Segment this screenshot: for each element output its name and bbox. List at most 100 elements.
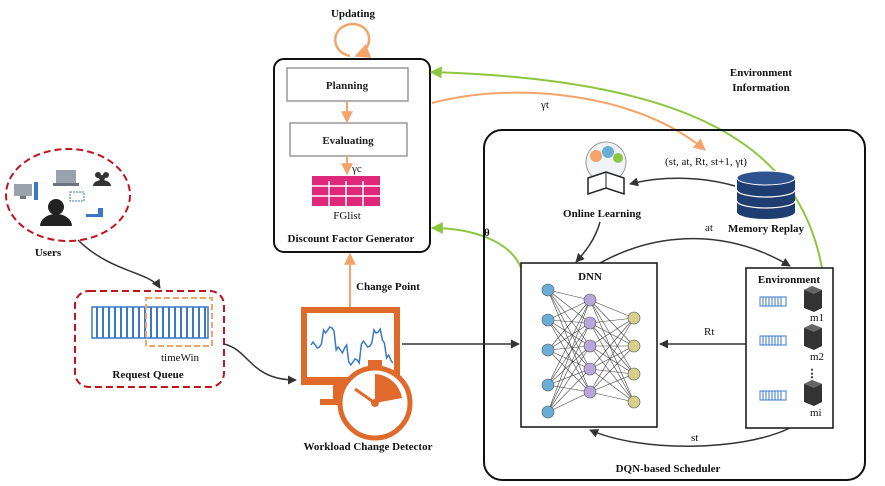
reward-label: Rt xyxy=(704,326,714,338)
nn-edge xyxy=(547,319,591,324)
request-queue-label: Request Queue xyxy=(112,369,183,381)
hidden-node xyxy=(583,385,597,399)
workload-change-detector: Workload Change Detector xyxy=(301,307,433,453)
nn-edge xyxy=(547,289,591,301)
workload-change-detector-label: Workload Change Detector xyxy=(304,441,433,453)
gauge-icon xyxy=(337,360,413,441)
output-node xyxy=(627,339,641,353)
gamma-c-label: γc xyxy=(351,163,362,175)
nn-edge xyxy=(589,345,635,370)
environment-label: Environment xyxy=(758,274,820,286)
nn-nodes xyxy=(541,283,641,419)
hidden-node xyxy=(583,293,597,307)
people-icon xyxy=(93,172,111,186)
nn-edge xyxy=(589,299,635,347)
nn-edge xyxy=(547,349,591,370)
gamma-t-label: γt xyxy=(540,99,549,111)
input-node xyxy=(541,405,555,419)
users-to-queue-arrow xyxy=(77,239,161,289)
memory-replay-database-icon xyxy=(736,170,796,219)
nn-edge xyxy=(547,299,591,351)
input-node xyxy=(541,313,555,327)
theta-label: θ xyxy=(484,227,490,239)
machine-1-icon xyxy=(804,286,822,312)
learning-to-dnn-arrow xyxy=(575,221,601,263)
fglist-table-icon xyxy=(312,176,380,206)
time-window-label: timeWin xyxy=(161,352,200,364)
updating-loop: Updating xyxy=(331,8,376,58)
nn-edge xyxy=(589,345,635,393)
nn-edge xyxy=(589,373,635,393)
nn-edge xyxy=(589,322,635,347)
nn-edge xyxy=(547,299,591,321)
dqn-scheduler-title: DQN-based Scheduler xyxy=(616,463,721,475)
theta-arrow xyxy=(430,222,522,269)
keypad-icon xyxy=(69,191,85,202)
change-point-label: Change Point xyxy=(356,281,420,293)
request-queue: timeWin Request Queue xyxy=(74,290,225,388)
action-label: at xyxy=(705,222,713,234)
fglist-label: FGlist xyxy=(333,210,361,222)
nn-edge xyxy=(589,368,635,403)
environment-information-arrow xyxy=(429,66,823,269)
nn-edge xyxy=(547,368,591,413)
memory-to-learning-arrow xyxy=(629,177,736,187)
nn-edge xyxy=(547,384,591,393)
person-silhouette-icon xyxy=(40,199,72,226)
planning-box xyxy=(286,67,409,102)
state-label: st xyxy=(691,432,698,444)
output-node xyxy=(627,367,641,381)
nn-edge xyxy=(547,322,591,386)
nn-edge xyxy=(589,391,635,403)
machine-i-icon xyxy=(804,380,822,406)
online-learning-label: Online Learning xyxy=(563,208,641,220)
users-label: Users xyxy=(35,247,62,259)
nn-edge xyxy=(589,317,635,324)
nn-edge xyxy=(547,289,591,370)
machine-1-label: m1 xyxy=(810,312,824,324)
env-queue-i xyxy=(759,390,787,401)
nn-edge xyxy=(547,349,591,393)
updating-loop-icon xyxy=(334,22,372,58)
hidden-node xyxy=(583,362,597,376)
environment-information-label-1: Environment xyxy=(730,67,792,79)
nn-edge xyxy=(547,319,591,370)
input-node xyxy=(541,283,555,297)
updating-label: Updating xyxy=(331,8,376,20)
users-group: Users xyxy=(5,148,131,259)
nn-edge xyxy=(589,317,635,370)
machine-i-label: mi xyxy=(810,407,822,419)
state-arrow xyxy=(589,427,791,447)
nn-edge xyxy=(589,322,635,375)
nn-edge xyxy=(589,322,635,403)
environment-information-label-2: Information xyxy=(732,82,789,94)
output-node xyxy=(627,395,641,409)
workload-series xyxy=(310,326,394,367)
nn-edge xyxy=(547,319,591,347)
planning-label: Planning xyxy=(326,80,369,92)
nn-edge xyxy=(547,322,591,351)
dnn-label: DNN xyxy=(578,271,602,283)
input-node xyxy=(541,378,555,392)
discount-factor-generator-title: Discount Factor Generator xyxy=(288,233,415,245)
nn-edge xyxy=(589,299,635,319)
nn-edge xyxy=(547,289,591,393)
hidden-node xyxy=(583,316,597,330)
nn-edge xyxy=(547,345,591,413)
nn-edge xyxy=(547,345,591,351)
nn-edge xyxy=(547,322,591,413)
gamma-t-arrow xyxy=(431,91,706,151)
nn-edge xyxy=(547,391,591,413)
nn-edge xyxy=(547,299,591,386)
nn-edge xyxy=(589,345,635,403)
nn-edge xyxy=(547,345,591,386)
machine-2-label: m2 xyxy=(810,351,824,363)
nn-edge xyxy=(589,345,635,375)
env-queue-2 xyxy=(759,335,787,346)
nn-edge xyxy=(547,289,591,347)
nn-edge xyxy=(589,299,635,375)
input-node xyxy=(541,343,555,357)
queue-to-detector-arrow xyxy=(223,343,297,385)
nn-edge xyxy=(547,289,591,324)
